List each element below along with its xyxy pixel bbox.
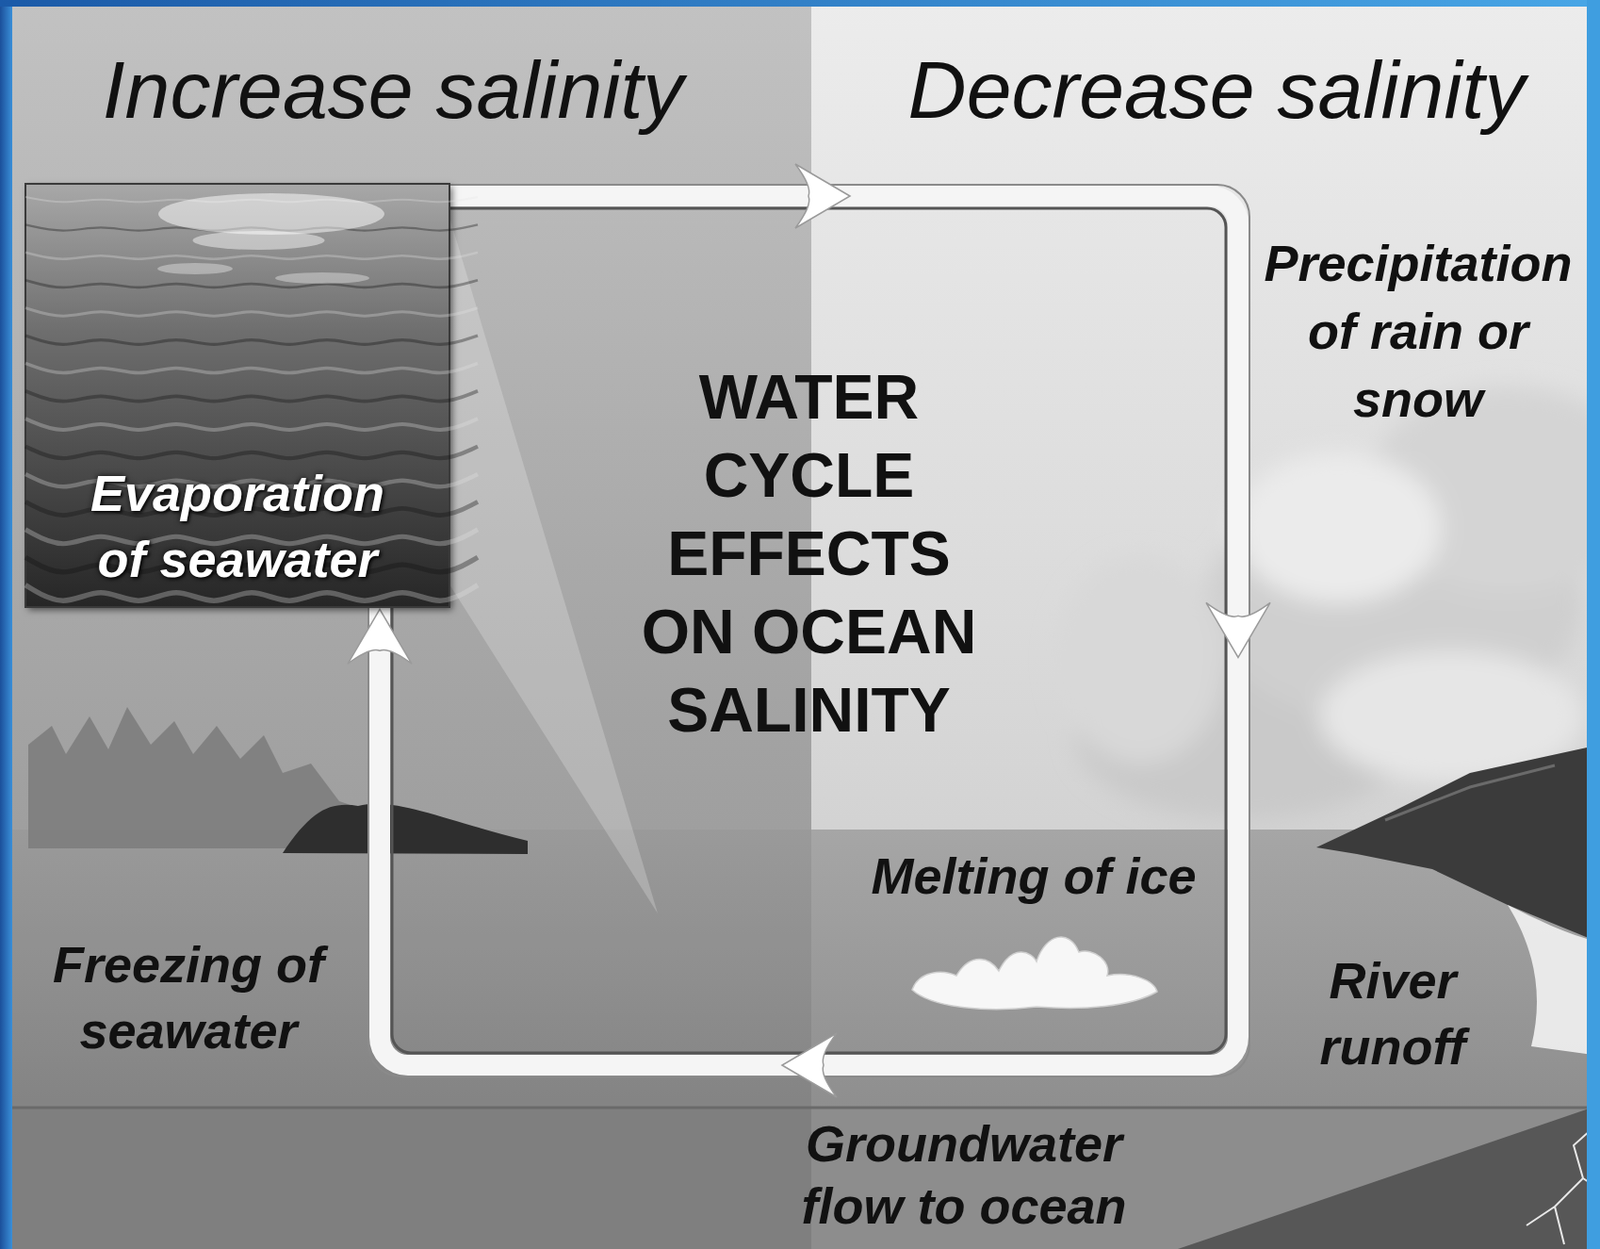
process-label: Melting of ice	[854, 842, 1213, 909]
blue-frame	[0, 0, 13, 1249]
sun-glint	[158, 193, 385, 235]
side-heading: Decrease salinity	[877, 42, 1556, 137]
wave-line	[25, 335, 478, 344]
process-label: Freezing of seawater	[37, 930, 340, 1063]
process-label: Groundwater flow to ocean	[775, 1111, 1153, 1237]
blue-frame	[1586, 0, 1600, 1249]
seafloor-wedge	[1177, 1104, 1600, 1249]
land-band-left	[0, 1107, 812, 1249]
wave-line	[25, 391, 478, 402]
frame-inner-line	[391, 208, 1226, 1053]
process-label: River runoff	[1298, 946, 1487, 1079]
cycle-arrowhead	[782, 1032, 837, 1097]
mountain-ridge	[1385, 765, 1555, 820]
clouds	[1055, 386, 1600, 820]
blue-frame	[0, 0, 1600, 7]
ice-floe	[912, 936, 1158, 1010]
wave-line	[25, 362, 478, 373]
sun-glint	[275, 272, 370, 284]
cloud	[1234, 452, 1442, 604]
sun-glint	[193, 230, 326, 250]
frame-shadow	[368, 184, 1250, 1077]
frame-band	[379, 195, 1239, 1065]
cycle-arrowhead	[1206, 602, 1271, 657]
waterfall	[1507, 904, 1600, 1056]
wave-line	[25, 252, 478, 260]
wave-line	[25, 585, 478, 602]
cycle-arrowhead	[795, 163, 850, 229]
diagram-title: WATER CYCLE EFFECTS ON OCEAN SALINITY	[620, 358, 998, 750]
cycle-box: WATER CYCLE EFFECTS ON OCEAN SALINITY	[367, 183, 1251, 1078]
dark-coast	[282, 803, 528, 854]
wave-line	[25, 308, 478, 317]
wave-line	[25, 279, 478, 288]
evaporation-photo: Evaporation of seawater	[25, 183, 450, 607]
cloud	[1055, 555, 1225, 764]
side-heading: Increase salinity	[34, 42, 752, 137]
cycle-arrowhead	[347, 608, 412, 664]
process-label: Evaporation of seawater	[77, 459, 398, 592]
light-beam	[449, 216, 658, 914]
sun-glint	[157, 262, 233, 275]
wave-line	[25, 446, 478, 459]
right-mountain	[1316, 744, 1600, 943]
wave-line	[25, 418, 478, 430]
sea	[0, 829, 1600, 1112]
process-label: Precipitation of rain or snow	[1257, 228, 1579, 433]
land-edge	[0, 1106, 1600, 1110]
water-surface	[25, 183, 450, 607]
